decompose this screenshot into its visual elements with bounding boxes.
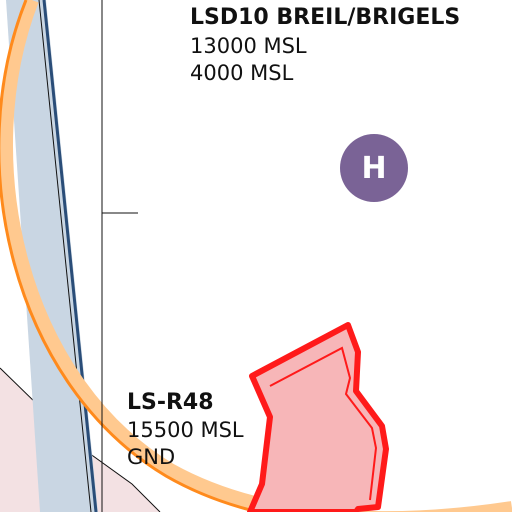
restricted-area-ls-r48 (247, 322, 389, 512)
airspace-upper-limit-lsd10: 13000 MSL (190, 34, 307, 58)
airspace-label-lsd10: LSD10 BREIL/BRIGELS (190, 5, 461, 30)
corridor-band-edge (42, 0, 98, 512)
corridor-band-edge-inner (38, 0, 92, 512)
heliport-symbol: H (361, 150, 387, 186)
restricted-area-ls-r48-inner (269, 346, 378, 501)
airspace-upper-limit-ls-r48: 15500 MSL (127, 418, 244, 442)
airspace-label-ls-r48: LS-R48 (127, 390, 214, 415)
airspace-lower-limit-lsd10: 4000 MSL (190, 61, 294, 85)
heliport-icon[interactable]: H (340, 134, 408, 202)
airspace-lower-limit-ls-r48: GND (127, 445, 176, 469)
